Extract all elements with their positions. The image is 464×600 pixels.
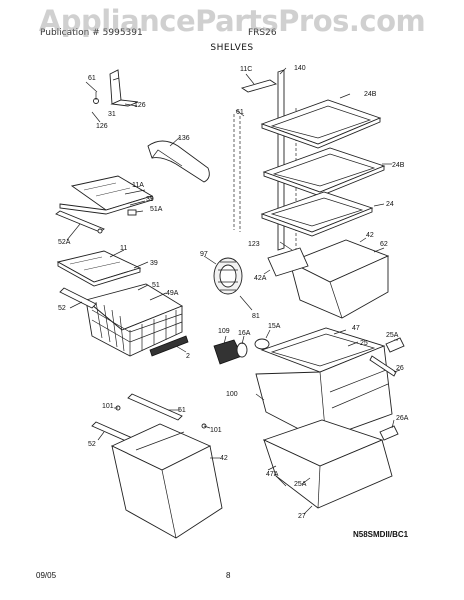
footer-date: 09/05 — [36, 571, 57, 580]
callout-136: 136 — [178, 135, 190, 142]
callout-123: 123 — [248, 241, 260, 248]
shelf-11A[interactable] — [59, 175, 154, 215]
callout-27: 27 — [298, 513, 306, 520]
callout-52A: 52A — [58, 239, 71, 246]
publication-header: Publication # 5995391 — [40, 28, 143, 38]
callout-51: 51 — [152, 282, 160, 289]
callout-24B-middle: 24B — [392, 162, 405, 169]
callout-51A: 51A — [150, 206, 163, 213]
callout-15A: 15A — [268, 323, 281, 330]
callout-61: 61 — [88, 75, 96, 82]
drawer-front-47A[interactable] — [275, 475, 287, 487]
callout-49A: 49A — [166, 290, 179, 297]
callout-42A: 42A — [254, 275, 267, 282]
cover-136[interactable] — [147, 140, 210, 183]
lens-16A[interactable] — [236, 342, 248, 358]
callout-16A: 16A — [238, 330, 251, 337]
crisper-62[interactable] — [288, 239, 390, 319]
model-code: N58SMDII/BC1 — [353, 530, 409, 539]
lower-pan-27[interactable] — [262, 419, 393, 509]
bracket-126[interactable] — [109, 69, 139, 107]
shelf-24B-middle[interactable] — [262, 147, 386, 197]
bin-42-lower[interactable] — [110, 423, 223, 539]
trim-11C[interactable] — [240, 79, 278, 93]
callout-61-right: 61 — [236, 109, 244, 116]
slide-rail-51[interactable] — [127, 393, 183, 421]
callout-126-lower: 126 — [96, 123, 108, 130]
callout-101-right: 101 — [210, 427, 222, 434]
callout-31: 31 — [108, 111, 116, 118]
bulb-15A[interactable] — [254, 338, 270, 350]
callout-109: 109 — [218, 328, 230, 335]
callout-26: 26 — [396, 365, 404, 372]
callout-24: 24 — [386, 201, 394, 208]
callout-47A: 47A — [266, 471, 279, 478]
model-header: FRS26 — [248, 28, 277, 38]
cover-42A[interactable] — [267, 247, 309, 277]
slide-26[interactable] — [369, 355, 397, 377]
section-title: SHELVES — [210, 43, 254, 53]
callout-39-lower: 39 — [150, 260, 158, 267]
shelf-rail-52A[interactable] — [55, 210, 105, 234]
callout-39: 39 — [146, 196, 154, 203]
callout-2: 2 — [186, 353, 190, 360]
callout-140: 140 — [294, 65, 306, 72]
wire-basket-49A[interactable] — [85, 283, 184, 357]
callout-62: 62 — [380, 241, 388, 248]
callout-11: 11 — [120, 245, 127, 252]
shelf-24B-top[interactable] — [260, 99, 382, 149]
callout-24B: 24B — [364, 91, 377, 98]
callout-47: 47 — [352, 325, 360, 332]
rail-140[interactable] — [277, 69, 285, 251]
callout-52: 52 — [58, 305, 66, 312]
callout-26A: 26A — [396, 415, 409, 422]
callout-42-lower: 42 — [220, 455, 228, 462]
clip-51A[interactable] — [127, 209, 137, 216]
callout-101: 101 — [102, 403, 114, 410]
callout-97: 97 — [200, 251, 208, 258]
callout-100: 100 — [226, 391, 238, 398]
bracket-26A-bottom[interactable] — [379, 425, 399, 441]
callout-25A-lower: 25A — [294, 481, 307, 488]
callout-25: 25 — [360, 340, 368, 347]
callout-11C: 11C — [240, 66, 252, 73]
humidity-control-97[interactable] — [213, 257, 243, 295]
basket-front-2[interactable] — [149, 335, 189, 357]
callout-25A: 25A — [386, 332, 399, 339]
shelf-11[interactable] — [56, 250, 142, 287]
callout-labels: 140 11C 24B 61 126 31 126 136 11A 39 51A… — [58, 65, 409, 520]
callout-52-lower: 52 — [88, 441, 96, 448]
callout-11A: 11A — [132, 182, 144, 189]
callout-42: 42 — [366, 232, 374, 239]
shelf-24-lower[interactable] — [260, 191, 374, 237]
page-number: 8 — [226, 571, 231, 580]
callout-51-lower: 51 — [178, 407, 186, 414]
callout-81: 81 — [252, 313, 260, 320]
callout-126: 126 — [134, 102, 146, 109]
